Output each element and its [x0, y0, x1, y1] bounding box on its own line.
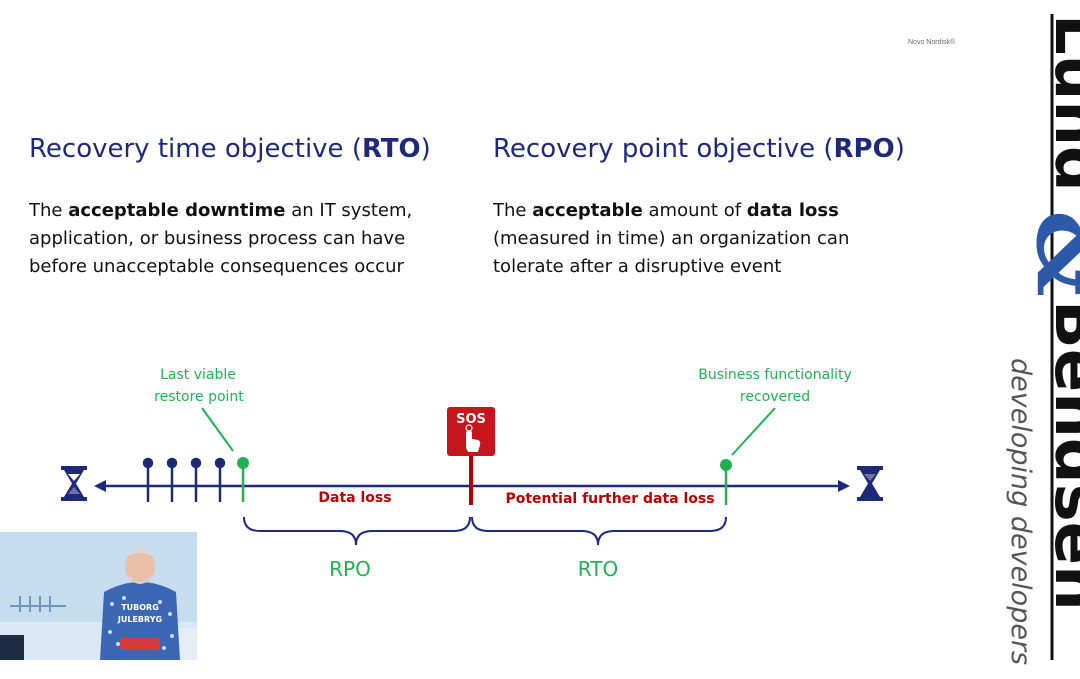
rpo-description: The acceptable amount of data loss (meas… [493, 197, 873, 281]
brand-tag: Novo Nordisk® [908, 39, 956, 46]
rpo-desc-part: (measured in time) an organization can t… [493, 228, 850, 277]
backup-points [142, 457, 226, 502]
rpo-title-pre: Recovery point objective ( [493, 134, 834, 164]
rpo-desc-emphasis: acceptable [532, 200, 643, 221]
logo-bendsen: Bendsen [1040, 300, 1080, 611]
rpo-desc-part: The [493, 200, 533, 221]
presenter-video: TUBORG JULEBRYG [0, 532, 197, 660]
rpo-brace [243, 516, 471, 546]
rto-brace-label: RTO [578, 557, 618, 581]
axis-arrow-left [94, 480, 106, 492]
rpo-title-abbr: RPO [833, 134, 895, 164]
rto-title-pre: Recovery time objective ( [29, 134, 362, 164]
ampersand-icon: & [1015, 210, 1080, 297]
timeline-diagram: Last viable restore point SOS Business f… [61, 367, 883, 581]
presenter-webcam: TUBORG JULEBRYG [0, 532, 197, 660]
axis-arrow-right [838, 480, 850, 492]
rto-title-post: ) [420, 134, 431, 164]
rto-description: The acceptable downtime an IT system, ap… [29, 197, 429, 281]
restore-point-label-line2: restore point [154, 389, 244, 405]
rpo-desc-emphasis: data loss [746, 200, 839, 221]
sos-icon [447, 407, 495, 505]
recovered-label-line2: recovered [740, 389, 810, 405]
rto-desc-part: an IT system, application, or business p… [29, 200, 413, 277]
further-data-loss-label: Potential further data loss [505, 491, 714, 507]
branding-logo: Lund & Bendsen developing developers [1005, 14, 1080, 665]
branding-panel: Lund & Bendsen developing developers [1000, 0, 1080, 675]
rto-title-abbr: RTO [361, 134, 421, 164]
restore-point-marker [201, 407, 249, 502]
data-loss-label: Data loss [318, 490, 391, 506]
rto-title: Recovery time objective (RTO) [29, 134, 431, 164]
recovered-label-line1: Business functionality [698, 367, 852, 383]
rpo-title-post: ) [894, 134, 905, 164]
hourglass-start-icon [61, 466, 87, 501]
shirt-text-line1: TUBORG [121, 603, 159, 612]
rto-desc-emphasis: acceptable downtime [68, 200, 286, 221]
rpo-brace-label: RPO [329, 557, 371, 581]
logo-lund: Lund [1040, 14, 1080, 192]
hourglass-end-icon [857, 466, 883, 501]
recovered-marker [720, 407, 776, 505]
rpo-desc-part: amount of [642, 200, 747, 221]
restore-point-label-line1: Last viable [160, 367, 236, 383]
rto-desc-part: The [29, 200, 69, 221]
tagline: developing developers [1005, 358, 1036, 665]
sos-label: SOS [456, 412, 486, 427]
rto-brace [471, 516, 727, 546]
rpo-title: Recovery point objective (RPO) [493, 134, 905, 164]
shirt-text-line2: JULEBRYG [117, 615, 162, 624]
